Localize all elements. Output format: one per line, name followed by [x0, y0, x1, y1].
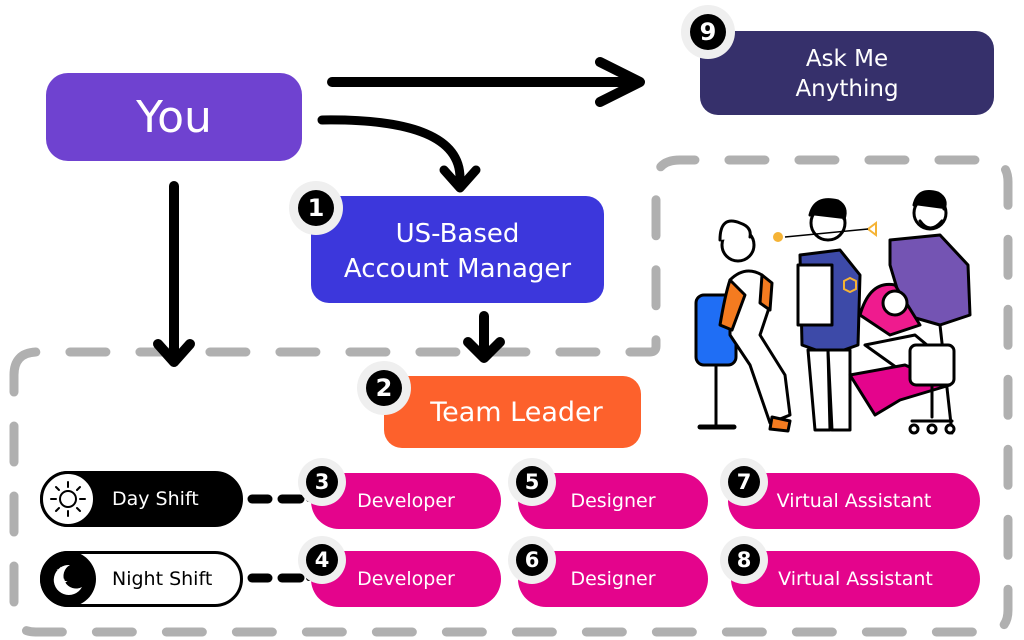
role-label: Virtual Assistant [778, 568, 933, 590]
night-shift-label: Night Shift [112, 568, 213, 590]
step-badge-5: 5 [508, 458, 556, 506]
step-number: 8 [728, 544, 760, 576]
role-label: Developer [357, 490, 455, 512]
day-shift-pill[interactable]: Day Shift [40, 471, 243, 527]
you-label: You [136, 91, 212, 143]
step-badge-9: 9 [681, 5, 735, 59]
night-shift-pill[interactable]: ★ ★ Night Shift [40, 551, 243, 607]
account-manager-node[interactable]: US-Based Account Manager [311, 196, 604, 303]
grey-chair [908, 343, 956, 387]
night-shift-connector [247, 573, 312, 583]
role-label: Designer [570, 568, 656, 590]
ask-me-anything-node[interactable]: Ask Me Anything [700, 31, 994, 115]
step-badge-8: 8 [720, 536, 768, 584]
role-label: Developer [357, 568, 455, 590]
step-number: 6 [516, 544, 548, 576]
role-virtual-assistant-day[interactable]: Virtual Assistant [728, 473, 980, 529]
account-manager-line2: Account Manager [343, 253, 572, 284]
person-right [888, 233, 972, 327]
role-virtual-assistant-night[interactable]: Virtual Assistant [731, 551, 980, 607]
arrow-to-ask-me-anything [327, 57, 645, 107]
step-badge-6: 6 [508, 536, 556, 584]
step-number: 3 [306, 466, 338, 498]
step-number: 4 [306, 544, 338, 576]
step-badge-3: 3 [298, 458, 346, 506]
sun-icon [40, 471, 96, 527]
moon-stars-icon: ★ ★ [40, 551, 96, 607]
ask-me-anything-line2: Anything [795, 76, 899, 102]
step-number: 7 [728, 466, 760, 498]
team-dashed-outline [9, 155, 1013, 637]
arrow-to-team-leader [463, 311, 505, 363]
step-badge-7: 7 [720, 458, 768, 506]
step-badge-1: 1 [289, 181, 343, 235]
role-developer-night[interactable]: Developer [311, 551, 501, 607]
svg-text:★: ★ [56, 566, 65, 577]
role-label: Virtual Assistant [776, 490, 932, 512]
account-manager-line1: US-Based [395, 218, 520, 249]
step-number: 2 [366, 370, 402, 406]
arrow-down-from-you [153, 181, 195, 367]
svg-text:★: ★ [60, 578, 68, 588]
day-shift-label: Day Shift [112, 488, 199, 510]
step-badge-4: 4 [298, 536, 346, 584]
role-label: Designer [570, 490, 656, 512]
step-number: 5 [516, 466, 548, 498]
step-badge-2: 2 [357, 361, 411, 415]
arrow-to-account-manager [317, 115, 481, 193]
ask-me-anything-line1: Ask Me [805, 46, 889, 72]
you-node[interactable]: You [46, 73, 302, 161]
team-leader-label: Team Leader [430, 396, 603, 428]
step-number: 1 [298, 190, 334, 226]
team-illustration [694, 190, 972, 435]
team-leader-node[interactable]: Team Leader [384, 376, 641, 448]
step-number: 9 [690, 14, 726, 50]
